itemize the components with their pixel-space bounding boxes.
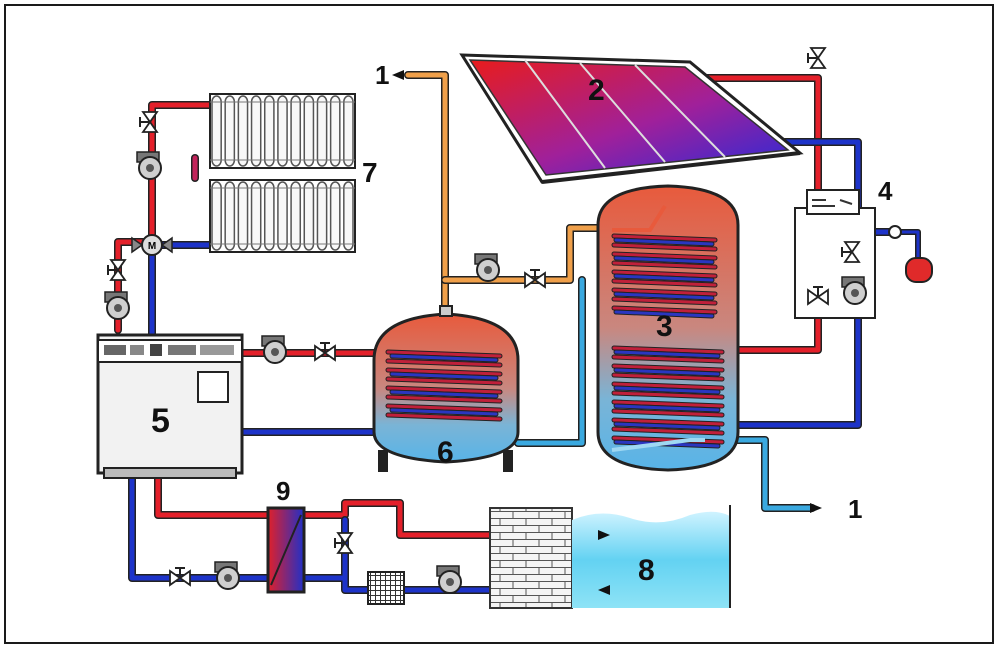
pump-icon (436, 565, 462, 594)
pool-supply-pipe (301, 499, 604, 539)
swimming-pool (489, 505, 731, 609)
valve-icon (524, 269, 546, 289)
pipes (114, 71, 921, 594)
diagram-frame (4, 4, 994, 644)
radiator-fin (303, 95, 315, 167)
plate-heat-exchanger (266, 506, 306, 594)
tank-6-coil (385, 349, 503, 422)
label-1-top: 1 (375, 60, 389, 90)
radiator-fin (316, 95, 328, 167)
label-4: 4 (878, 176, 893, 206)
boiler-to-exchanger-pipe (154, 474, 276, 519)
valve-icon (841, 241, 861, 263)
valve-icon (314, 342, 336, 362)
label-6: 6 (437, 436, 454, 469)
pump-icon (474, 253, 500, 282)
arrow-icon (392, 70, 822, 595)
radiator-fin (343, 95, 354, 167)
radiator-fin (303, 181, 315, 251)
label-8: 8 (638, 554, 655, 587)
hot-water-outlet-pipe (404, 71, 602, 316)
radiator-fin (211, 181, 222, 251)
radiator-fin (316, 181, 328, 251)
controller-icon (806, 189, 860, 215)
valve-icon (807, 47, 827, 69)
radiator-fin (250, 181, 262, 251)
tank-3 (596, 184, 740, 472)
radiator-fin (224, 181, 236, 251)
radiator-supply-pipe (114, 101, 214, 334)
radiator-fin (277, 181, 288, 251)
tank-6 (372, 305, 520, 472)
pumps (104, 151, 867, 594)
radiator-fin (237, 95, 249, 167)
radiator-fin (211, 95, 222, 167)
filter-icon (367, 571, 405, 605)
boiler (96, 333, 244, 479)
tank-3-solar-coil (611, 233, 718, 319)
label-7: 7 (362, 157, 378, 188)
valve-icon (334, 532, 354, 554)
expansion-vessel-icon (888, 225, 933, 283)
callout-labels: 1 1 2 3 4 5 6 7 8 9 (151, 60, 893, 587)
pump-icon (214, 561, 240, 590)
radiator (209, 93, 356, 253)
valve-icon (807, 286, 829, 306)
label-9: 9 (276, 476, 290, 506)
valve-icon (169, 567, 191, 587)
radiator-fin (263, 95, 275, 167)
tank-3-boiler-coil (611, 345, 725, 449)
pump-icon (104, 291, 130, 320)
radiator-fin (250, 95, 262, 167)
valve-icon (107, 259, 127, 281)
radiator-fin (329, 181, 341, 251)
label-5: 5 (151, 402, 170, 440)
label-1-bottom: 1 (848, 494, 862, 524)
solar-collector (459, 53, 804, 184)
svg-text:M: M (148, 241, 156, 252)
label-2: 2 (588, 74, 605, 107)
exchanger-return-pipe (128, 474, 274, 582)
label-3: 3 (656, 310, 673, 343)
radiator-fin (290, 95, 302, 167)
radiator-fin (343, 181, 354, 251)
pump-icon (136, 151, 162, 180)
radiator-return-pipe (148, 241, 216, 344)
radiator-fin (329, 95, 341, 167)
pump-icon (841, 276, 867, 305)
pump-icon (261, 335, 287, 364)
valve-icon (139, 111, 159, 133)
valves (107, 47, 861, 587)
radiator-fin (263, 181, 275, 251)
radiator-fin (224, 95, 236, 167)
motorized-valve-icon: M (131, 234, 173, 256)
radiator-fin (290, 181, 302, 251)
radiator-fin (277, 95, 288, 167)
radiator-fin (237, 181, 249, 251)
